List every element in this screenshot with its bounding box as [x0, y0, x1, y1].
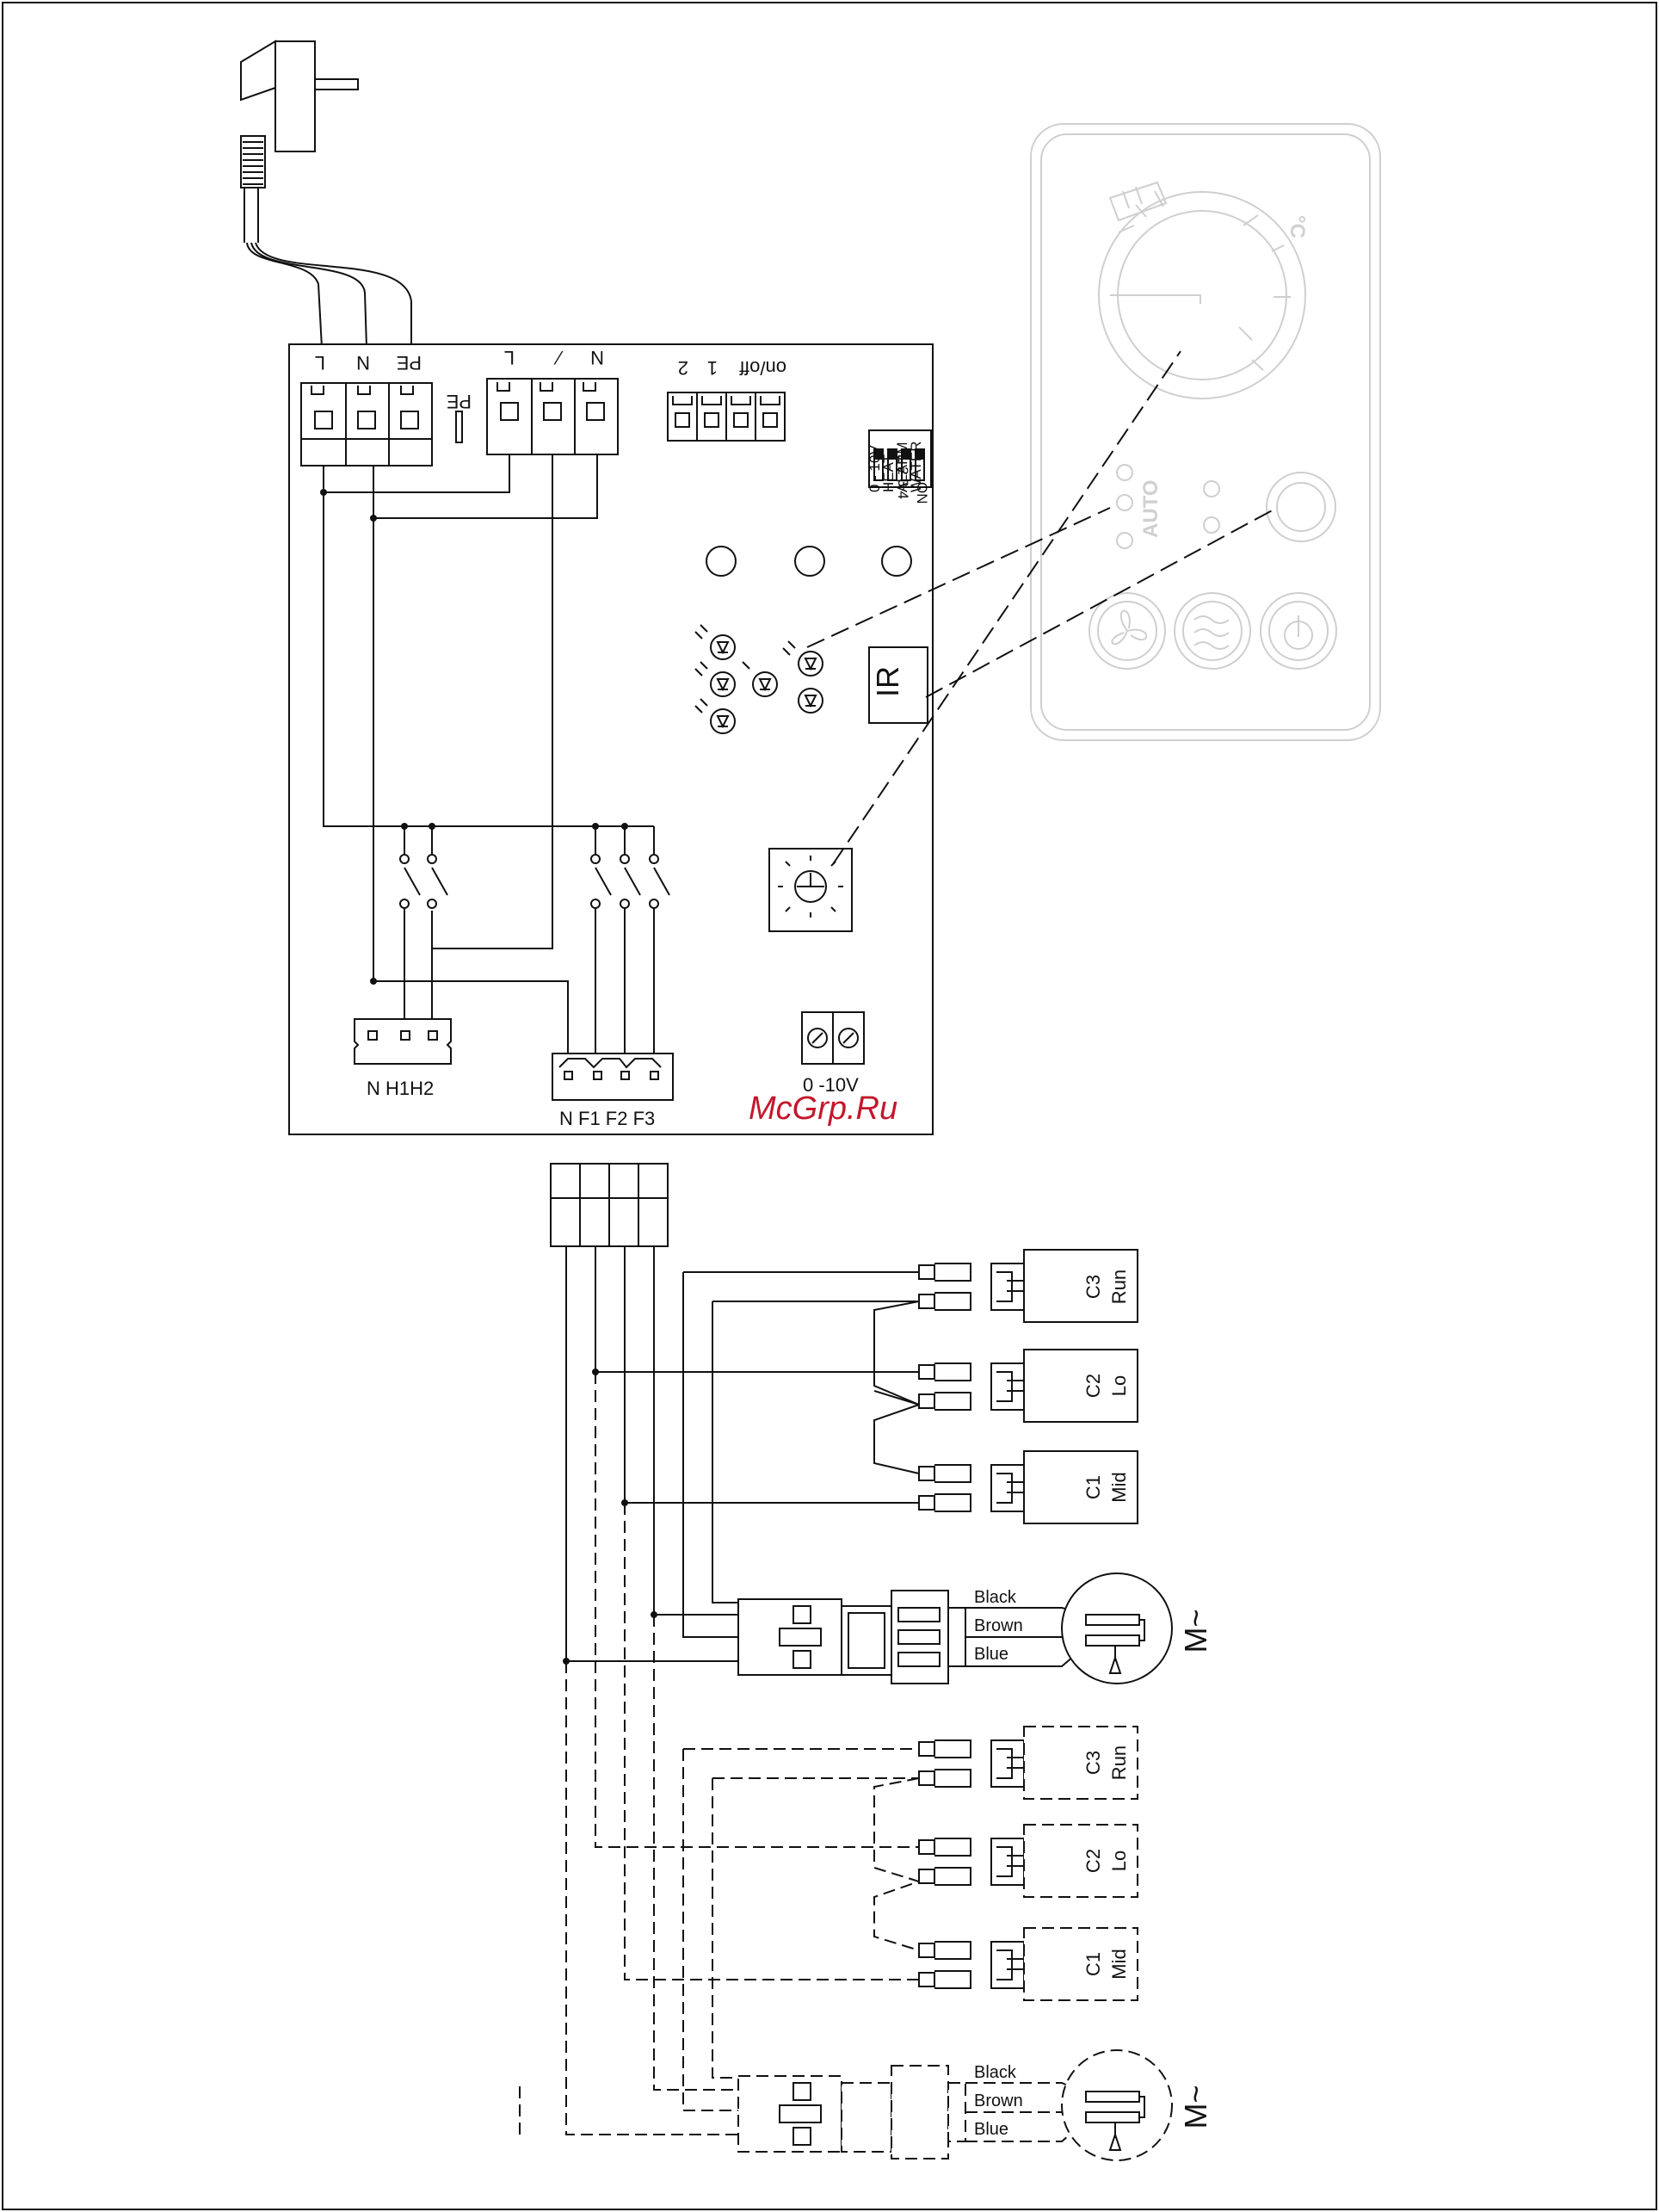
terminal-label-pe: PE	[397, 352, 422, 374]
fan-connector: N F1 F2 F3	[552, 1053, 673, 1129]
capacitor-code: C2	[1082, 1849, 1104, 1873]
capacitor-c3-dashed: C3 Run	[991, 1727, 1138, 1799]
terminal-label-n: N	[356, 352, 370, 374]
control-label-1: 1	[707, 357, 718, 379]
capacitor-speed: Run	[1108, 1270, 1130, 1304]
capacitor-c1-dashed: C1 Mid	[991, 1928, 1138, 2000]
board-hole	[795, 547, 824, 576]
motor-connector-dashed	[738, 2066, 965, 2159]
pe-strip	[456, 411, 462, 442]
motor-symbol: M~	[1178, 1609, 1213, 1653]
wire-label-black: Black	[974, 1588, 1017, 1607]
motor-connector-solid	[738, 1591, 965, 1684]
auto-label: AUTO	[1139, 479, 1163, 538]
wire-label-blue: Blue	[974, 1645, 1008, 1664]
capacitor-speed: Mid	[1108, 1949, 1130, 1979]
analog-input-terminal: 0 -10V	[802, 1012, 864, 1096]
connector-h-label: N H1H2	[367, 1078, 434, 1099]
control-label-onoff: on/off	[738, 357, 786, 379]
output-label-n: N	[590, 347, 604, 368]
capacitor-speed: Run	[1108, 1746, 1130, 1780]
capacitor-c3: C3 Run	[991, 1250, 1138, 1322]
capacitor-c2: C2 Lo	[991, 1350, 1138, 1422]
ir-link-2	[926, 508, 1277, 697]
wire-label-blue: Blue	[974, 2120, 1008, 2139]
dip-label-water: WATER	[908, 442, 924, 493]
heat-button	[1175, 593, 1250, 669]
capacitor-code: C2	[1082, 1374, 1104, 1398]
capacitor-speed: Lo	[1108, 1375, 1130, 1396]
watermark: McGrp.Ru	[749, 1091, 897, 1127]
wire-label-brown: Brown	[974, 2092, 1023, 2110]
connector-f-label: N F1 F2 F3	[559, 1108, 655, 1129]
wire-label-brown: Brown	[974, 1616, 1023, 1635]
cable-connector	[551, 1164, 668, 1246]
motor-wiring-dashed	[520, 1372, 919, 2136]
motor-dashed: M~	[1062, 2050, 1213, 2160]
pe-label: PE	[447, 391, 472, 412]
capacitor-c2-dashed: C2 Lo	[991, 1825, 1138, 1897]
output-label-l: L	[504, 347, 515, 368]
capacitor-tabs-solid	[919, 1264, 971, 1511]
remote-control-panel: °C AUTO	[1031, 124, 1380, 740]
motor-solid: M~	[1062, 1573, 1213, 1684]
wire-label-black: Black	[974, 2063, 1017, 2082]
control-label-2: 2	[678, 357, 688, 379]
board-hole	[882, 547, 911, 576]
capacitor-code: C1	[1082, 1475, 1104, 1499]
capacitor-speed: Mid	[1108, 1472, 1130, 1502]
terminal-label-l: L	[315, 352, 325, 374]
capacitor-c1: C1 Mid	[991, 1451, 1138, 1523]
capacitor-tabs-dashed	[919, 1740, 971, 1988]
power-plug	[241, 41, 411, 348]
capacitor-speed: Lo	[1108, 1851, 1130, 1871]
power-terminal-block: L N PE	[301, 352, 432, 466]
dip-switch: 1 2 3 4 ON 0 - 10V HEAT ALARM WATER	[867, 430, 931, 504]
unit-label: °C	[1286, 215, 1309, 238]
board-hole	[706, 547, 736, 576]
temperature-potentiometer	[769, 849, 852, 931]
motor-symbol: M~	[1178, 2085, 1213, 2129]
capacitor-code: C3	[1082, 1751, 1104, 1775]
capacitor-code: C1	[1082, 1952, 1104, 1976]
ir-label: IR	[870, 666, 905, 697]
capacitor-code: C3	[1082, 1275, 1104, 1299]
